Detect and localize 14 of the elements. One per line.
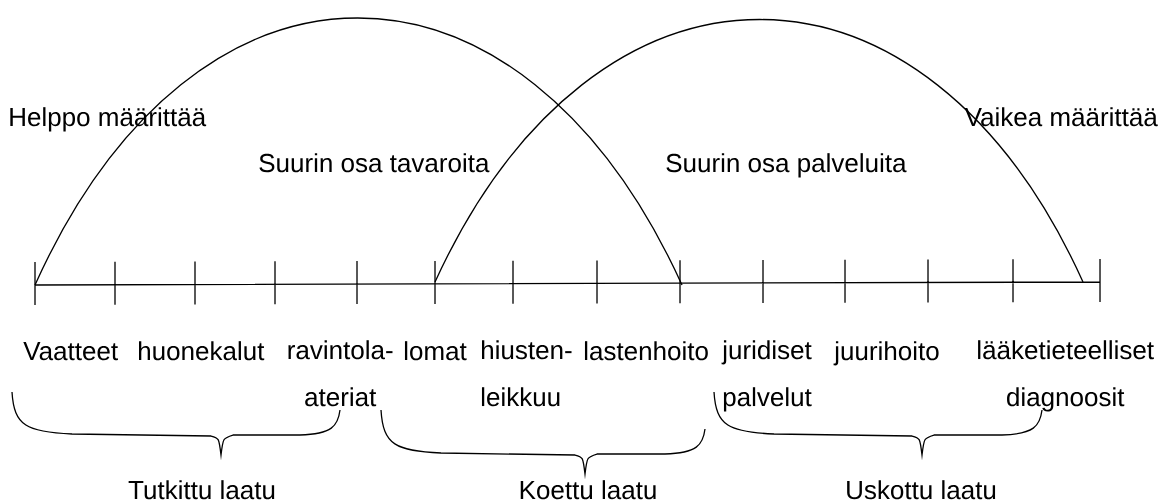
annotation-text: Suurin osa tavaroita xyxy=(259,153,490,173)
axis-label: huonekalut xyxy=(139,341,265,361)
axis-label: juridiset palvelut xyxy=(721,340,812,412)
category-label: Tutkittu laatu xyxy=(128,480,275,500)
axis-label: lomat xyxy=(404,341,467,361)
category-label: Uskottu laatu xyxy=(847,480,996,500)
axis-label: juurihoito xyxy=(833,341,939,366)
axis-label: Vaatteet xyxy=(23,342,118,361)
category-label: Koettu laatu xyxy=(520,480,656,500)
axis-label: hiusten- leikkuu xyxy=(481,340,572,407)
axis-label: lääketieteelliset diagnoosit xyxy=(978,340,1154,412)
axis-label: ravintola- ateriat xyxy=(288,340,393,407)
annotation-text: Suurin osa palveluita xyxy=(666,153,907,178)
axis-label: lastenhoito xyxy=(584,341,708,361)
